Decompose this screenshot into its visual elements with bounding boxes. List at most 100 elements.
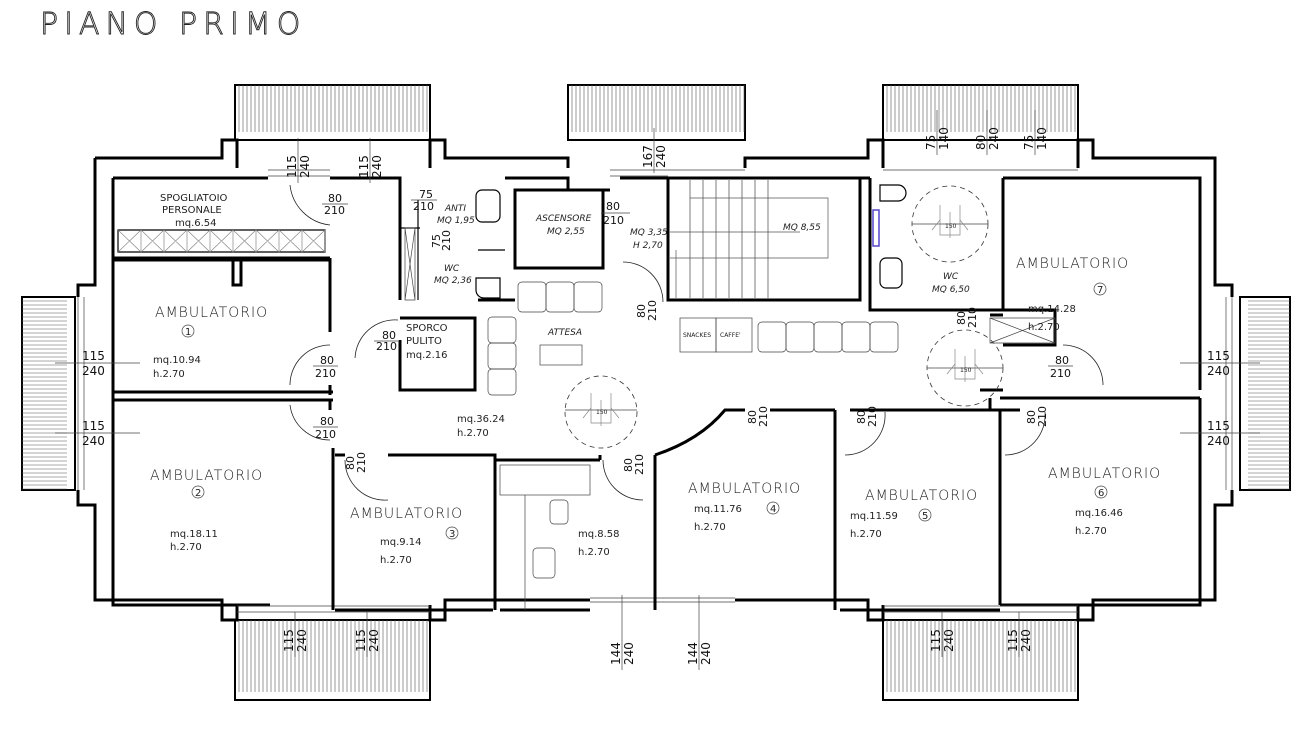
room-ambulatorio-5: AMBULATORIO 5 mq.11.59 h.2.70 [850, 488, 978, 540]
svg-text:h.2.70: h.2.70 [457, 428, 489, 439]
svg-text:h.2.70: h.2.70 [1028, 322, 1060, 333]
svg-text:AMBULATORIO: AMBULATORIO [150, 468, 263, 484]
svg-text:80: 80 [606, 200, 620, 213]
svg-text:210: 210 [966, 307, 979, 328]
svg-text:mq.36.24: mq.36.24 [457, 414, 505, 425]
svg-text:240: 240 [370, 155, 384, 178]
svg-text:240: 240 [367, 629, 381, 652]
svg-text:ASCENSORE: ASCENSORE [535, 214, 592, 224]
svg-text:240: 240 [295, 629, 309, 652]
svg-text:7: 7 [1097, 285, 1103, 296]
desk [499, 464, 591, 496]
svg-text:AMBULATORIO: AMBULATORIO [688, 481, 801, 497]
svg-text:AMBULATORIO: AMBULATORIO [1048, 466, 1161, 482]
svg-text:75: 75 [430, 234, 443, 248]
outer-wall [76, 138, 1234, 622]
room-ascensore: ASCENSORE MQ 2,55 [535, 214, 592, 237]
svg-text:210: 210 [315, 428, 336, 441]
svg-text:115: 115 [1207, 349, 1230, 363]
svg-text:115: 115 [82, 419, 105, 433]
svg-text:240: 240 [1207, 434, 1230, 448]
svg-text:80: 80 [1025, 410, 1038, 424]
room-office: mq.8.58 h.2.70 [578, 529, 620, 558]
coffee-label: CAFFE' [720, 332, 741, 339]
svg-text:80: 80 [622, 458, 635, 472]
svg-text:h.2.70: h.2.70 [153, 369, 185, 380]
svg-text:AMBULATORIO: AMBULATORIO [350, 506, 463, 522]
svg-text:80: 80 [635, 304, 648, 318]
svg-text:2: 2 [195, 488, 201, 499]
svg-text:3: 3 [449, 529, 455, 540]
sink-icon [475, 189, 501, 223]
svg-text:210: 210 [440, 230, 453, 251]
svg-text:mq.2.16: mq.2.16 [406, 350, 448, 361]
svg-text:140: 140 [1035, 127, 1049, 150]
svg-text:80: 80 [344, 456, 357, 470]
svg-text:115: 115 [929, 629, 943, 652]
svg-text:75: 75 [1022, 135, 1036, 150]
svg-text:mq.10.94: mq.10.94 [153, 355, 201, 366]
svg-text:AMBULATORIO: AMBULATORIO [865, 488, 978, 504]
svg-text:mq.11.59: mq.11.59 [850, 511, 898, 522]
svg-text:h.2.70: h.2.70 [578, 547, 610, 558]
svg-text:240: 240 [654, 145, 668, 168]
svg-text:210: 210 [376, 340, 397, 353]
snacks-label: SNACKES [683, 332, 711, 339]
svg-text:80: 80 [746, 410, 759, 424]
svg-text:210: 210 [413, 200, 434, 213]
svg-text:ANTI: ANTI [444, 204, 466, 214]
svg-text:5: 5 [922, 511, 928, 522]
svg-text:150: 150 [960, 367, 972, 374]
room-landing: MQ 3,35 H 2,70 [630, 228, 668, 251]
room-ambulatorio-4: AMBULATORIO 4 mq.11.76 h.2.70 [688, 481, 801, 533]
toilet-icon [879, 184, 907, 202]
svg-text:240: 240 [1019, 629, 1033, 652]
svg-text:115: 115 [357, 155, 371, 178]
room-sporco-pulito: SPORCO PULITO mq.2.16 [406, 323, 448, 361]
room-wc-large: WC MQ 6,50 [932, 272, 970, 295]
svg-text:210: 210 [355, 452, 368, 473]
svg-text:mq.16.46: mq.16.46 [1075, 508, 1123, 519]
svg-text:MQ 2,36: MQ 2,36 [434, 276, 472, 286]
staircase [670, 180, 829, 298]
coffee-machine [715, 317, 753, 353]
svg-text:WC: WC [444, 264, 460, 274]
svg-text:75: 75 [924, 135, 938, 150]
svg-text:mq.9.14: mq.9.14 [380, 537, 422, 548]
svg-text:80: 80 [382, 329, 396, 342]
svg-text:80: 80 [320, 415, 334, 428]
room-attesa: ATTESA mq.36.24 h.2.70 [457, 328, 582, 439]
svg-text:6: 6 [1098, 488, 1104, 499]
svg-text:150: 150 [596, 409, 608, 416]
svg-text:h.2.70: h.2.70 [170, 542, 202, 553]
toilet-icon [475, 277, 501, 299]
svg-text:h.2.70: h.2.70 [380, 555, 412, 566]
svg-text:PERSONALE: PERSONALE [162, 205, 222, 216]
svg-text:1: 1 [185, 327, 191, 338]
office-chair [532, 547, 556, 579]
balcony [1239, 296, 1291, 491]
wheelchair-turning-circle: 150 [926, 329, 1004, 407]
svg-text:240: 240 [987, 127, 1001, 150]
waiting-sofa-top [517, 281, 603, 313]
shaft-icon [989, 317, 1056, 344]
svg-text:240: 240 [82, 364, 105, 378]
room-anti: ANTI MQ 1,95 [437, 204, 475, 226]
waiting-sofa-left [487, 316, 517, 396]
svg-text:4: 4 [770, 504, 776, 515]
svg-text:h.2.70: h.2.70 [1075, 526, 1107, 537]
svg-text:MQ 2,55: MQ 2,55 [547, 227, 585, 237]
svg-text:240: 240 [622, 642, 636, 665]
svg-text:210: 210 [757, 406, 770, 427]
door-swings [289, 184, 1104, 501]
svg-text:210: 210 [324, 204, 345, 217]
svg-text:144: 144 [686, 642, 700, 665]
balcony [567, 84, 746, 141]
svg-text:80: 80 [974, 135, 988, 150]
svg-text:80: 80 [855, 410, 868, 424]
svg-text:210: 210 [315, 367, 336, 380]
svg-text:240: 240 [298, 155, 312, 178]
svg-text:210: 210 [633, 454, 646, 475]
